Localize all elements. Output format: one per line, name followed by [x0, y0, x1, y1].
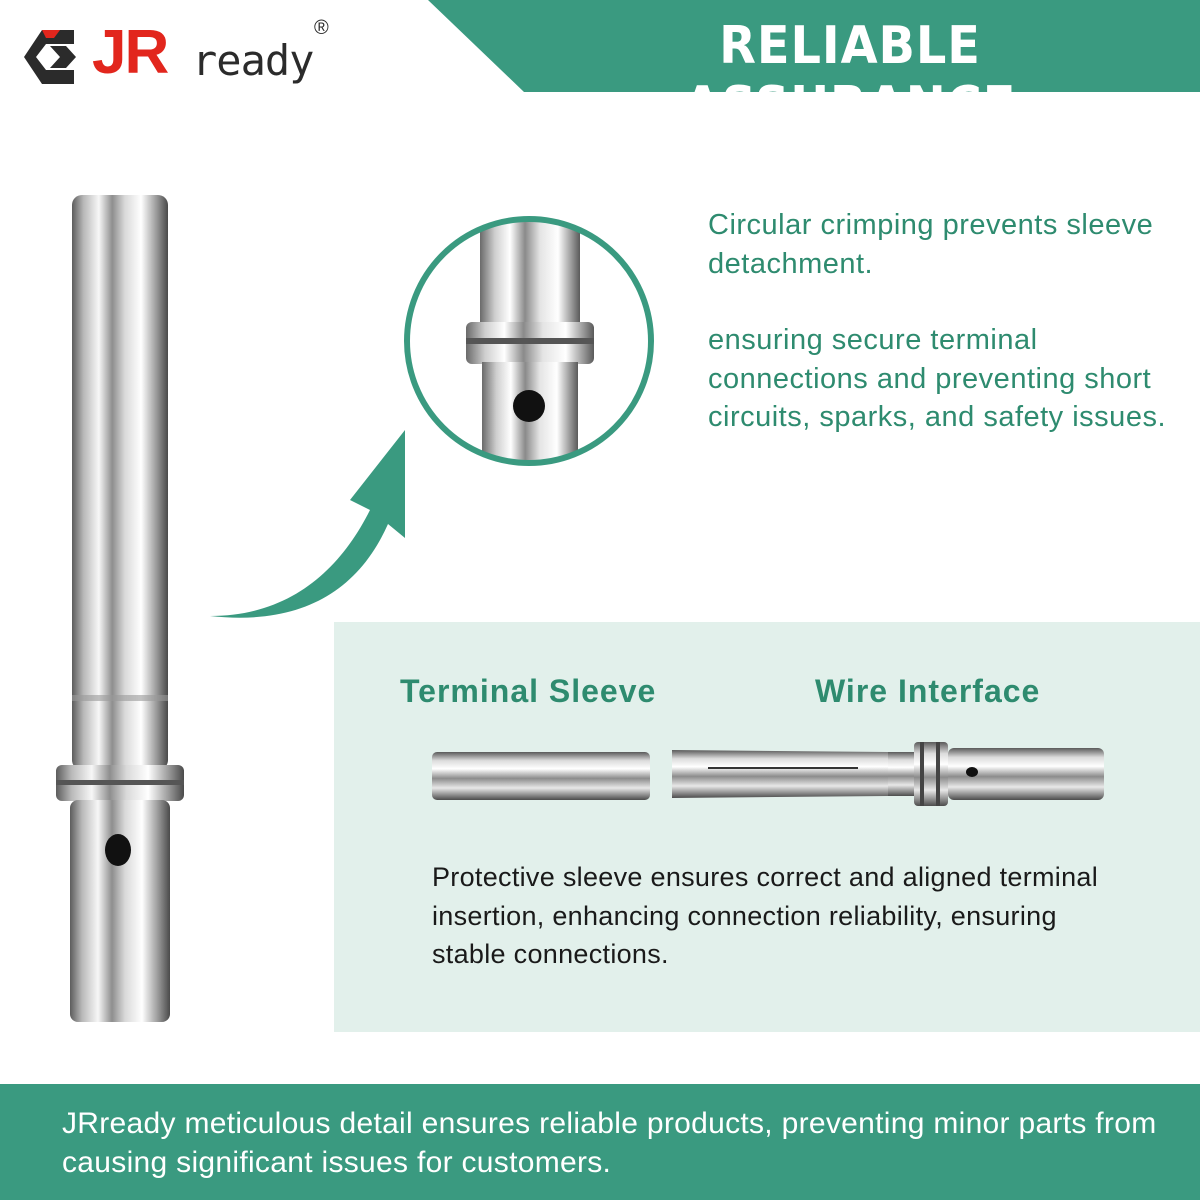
crimping-text: Circular crimping prevents sleeve detach…: [708, 209, 1154, 280]
header-banner: [428, 0, 1200, 92]
logo-ready: ready: [192, 36, 314, 85]
footer-text: JRready meticulous detail ensures reliab…: [62, 1107, 1157, 1179]
curved-arrow-icon: [210, 430, 405, 618]
crimping-description: Circular crimping prevents sleeve detach…: [708, 206, 1168, 475]
logo-jr: JR: [92, 18, 169, 87]
components-panel: [334, 622, 1200, 1032]
zoom-detail-circle: [404, 216, 654, 466]
footer-banner: [0, 1084, 1200, 1200]
page-title: RELIABLE ASSURANCE: [683, 16, 1017, 136]
wire-interface-label: Wire Interface: [815, 673, 1041, 709]
wire-interface-image: [672, 742, 1104, 806]
sleeve-description: Protective sleeve ensures correct and al…: [432, 862, 1099, 969]
terminal-sleeve-image: [432, 752, 650, 800]
terminal-pin-image: [56, 195, 184, 1022]
jrready-logo-icon: [24, 30, 76, 84]
safety-text: ensuring secure terminal connections and…: [708, 324, 1166, 433]
registered-mark: ®: [314, 17, 329, 39]
terminal-sleeve-label: Terminal Sleeve: [400, 673, 657, 709]
